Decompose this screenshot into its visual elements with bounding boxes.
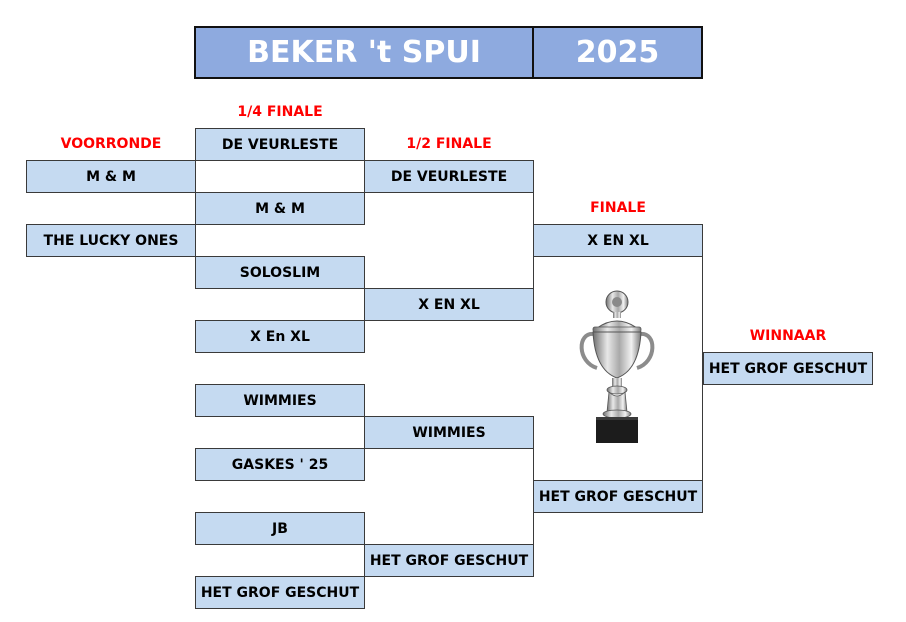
bracket-connector — [364, 256, 365, 353]
trophy-icon — [579, 290, 655, 443]
team-box-quarter: X En XL — [195, 320, 365, 353]
label-winner: WINNAAR — [749, 328, 827, 344]
team-box-semi: DE VEURLESTE — [364, 160, 534, 193]
bracket-connector — [195, 224, 365, 225]
bracket-connector — [533, 416, 534, 577]
team-box-quarter: M & M — [195, 192, 365, 225]
bracket-connector — [364, 512, 365, 609]
team-box-quarter: HET GROF GESCHUT — [195, 576, 365, 609]
tournament-title: BEKER 't SPUI — [247, 35, 481, 70]
bracket-connector — [364, 384, 365, 481]
team-box-final: HET GROF GESCHUT — [533, 480, 703, 513]
bracket-connector — [702, 224, 703, 513]
year-banner: 2025 — [532, 26, 703, 79]
team-box-quarter: GASKES ' 25 — [195, 448, 365, 481]
label-final: FINALE — [590, 200, 646, 216]
team-box-quarter: DE VEURLESTE — [195, 128, 365, 161]
title-banner: BEKER 't SPUI — [194, 26, 534, 79]
team-box-voorronde: THE LUCKY ONES — [26, 224, 196, 257]
team-box-semi: HET GROF GESCHUT — [364, 544, 534, 577]
team-box-quarter: WIMMIES — [195, 384, 365, 417]
bracket-connector — [195, 192, 365, 193]
label-voorronde: VOORRONDE — [60, 136, 162, 152]
team-box-winner: HET GROF GESCHUT — [703, 352, 873, 385]
label-quarter-final: 1/4 FINALE — [237, 104, 323, 120]
tournament-year: 2025 — [575, 35, 660, 70]
bracket-connector — [364, 128, 365, 225]
team-box-semi: WIMMIES — [364, 416, 534, 449]
team-box-final: X EN XL — [533, 224, 703, 257]
bracket-connector — [533, 160, 534, 321]
team-box-semi: X EN XL — [364, 288, 534, 321]
team-box-quarter: SOLOSLIM — [195, 256, 365, 289]
team-box-quarter: JB — [195, 512, 365, 545]
team-box-voorronde: M & M — [26, 160, 196, 193]
label-semi-final: 1/2 FINALE — [406, 136, 492, 152]
